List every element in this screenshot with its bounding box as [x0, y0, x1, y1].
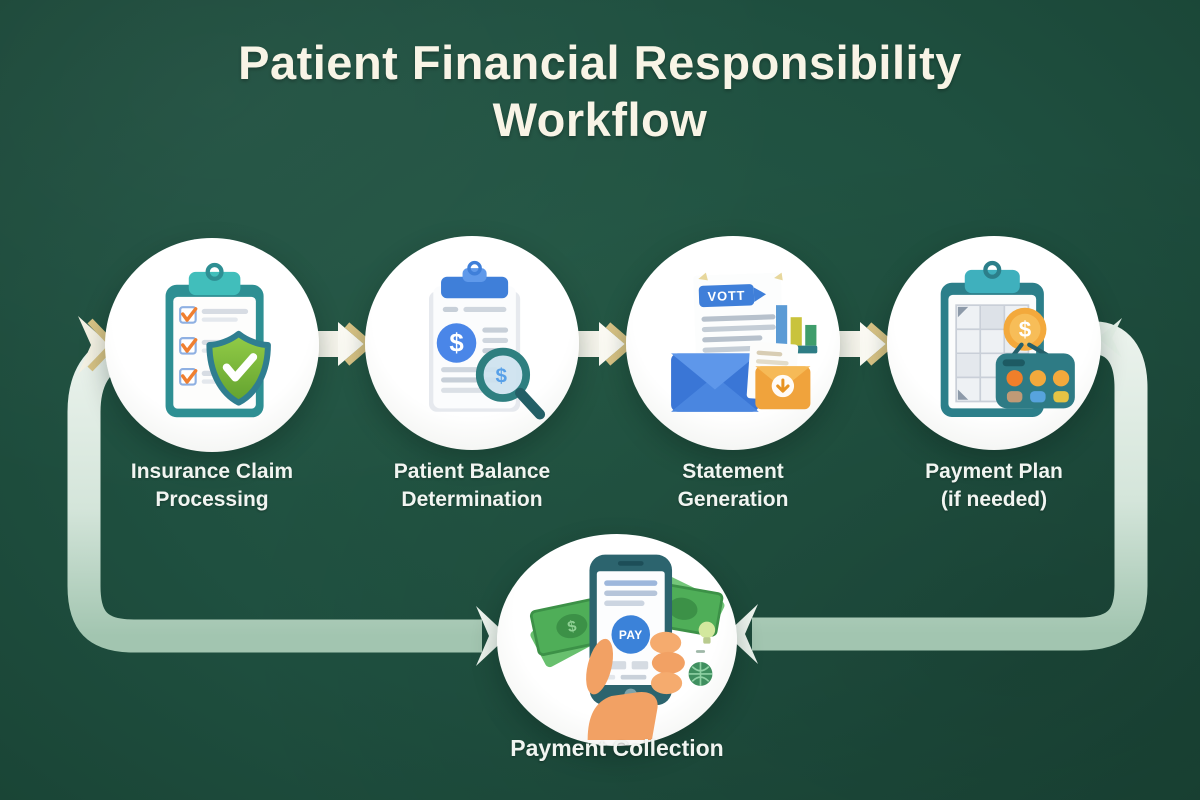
pale-chevron-step4 — [1098, 318, 1122, 358]
coin-dollar-icon: $ — [1003, 307, 1047, 351]
shield-check-icon — [206, 330, 271, 406]
calculator-icon — [995, 342, 1075, 409]
entry-arrowhead-into-step1 — [78, 316, 110, 374]
title-line-1: Patient Financial Responsibility — [238, 36, 962, 89]
step-label-insurance-claim-processing: Insurance Claim Processing — [130, 460, 294, 511]
step-circle-payment-plan: $ — [887, 236, 1101, 450]
dollar-badge-icon: $ — [436, 323, 477, 363]
statement-envelopes-chart-icon: VOTT — [671, 272, 818, 412]
pay-button: PAY — [611, 615, 651, 654]
step-circle-payment-collection: $ PAY — [497, 534, 737, 746]
calendar-calculator-coin-icon: $ — [940, 260, 1075, 417]
svg-text:$: $ — [1019, 317, 1032, 342]
blue-envelope-icon — [671, 353, 759, 412]
step-label-patient-balance-determination: Patient Balance Determination — [393, 460, 551, 511]
title-line-2: Workflow — [492, 93, 708, 147]
document-tag-text: VOTT — [707, 288, 745, 304]
step-label-payment-collection: Payment Collection — [510, 735, 724, 761]
step-circle-statement-generation: VOTT — [626, 236, 840, 450]
page-title: Patient Financial Responsibility Workflo… — [0, 34, 1200, 149]
svg-text:$: $ — [495, 365, 507, 388]
lightbulb-icon — [698, 621, 716, 644]
step-label-payment-plan: Payment Plan (if needed) — [925, 460, 1063, 511]
clipboard-dollar-magnifier-icon: $ $ — [429, 260, 546, 420]
hand-phone-payment-icon: $ PAY — [529, 554, 725, 740]
magnifier-icon: $ — [475, 347, 546, 420]
svg-text:PAY: PAY — [619, 628, 643, 642]
loop-arrowhead-into-payment-collection-left — [476, 606, 508, 666]
svg-text:$: $ — [566, 618, 578, 636]
step-circle-patient-balance-determination: $ $ — [365, 236, 579, 450]
orange-envelope-download-icon — [755, 366, 811, 410]
loop-band-right — [726, 318, 1148, 664]
loop-band-left — [67, 316, 508, 666]
step-label-statement-generation: Statement Generation — [677, 460, 789, 511]
clipboard-checklist-shield-icon — [165, 262, 271, 418]
hand — [586, 631, 685, 740]
svg-text:$: $ — [449, 330, 463, 358]
step-circle-insurance-claim-processing — [105, 238, 319, 452]
globe-icon — [688, 650, 713, 686]
loop-arrowhead-into-payment-collection-right — [726, 604, 758, 664]
